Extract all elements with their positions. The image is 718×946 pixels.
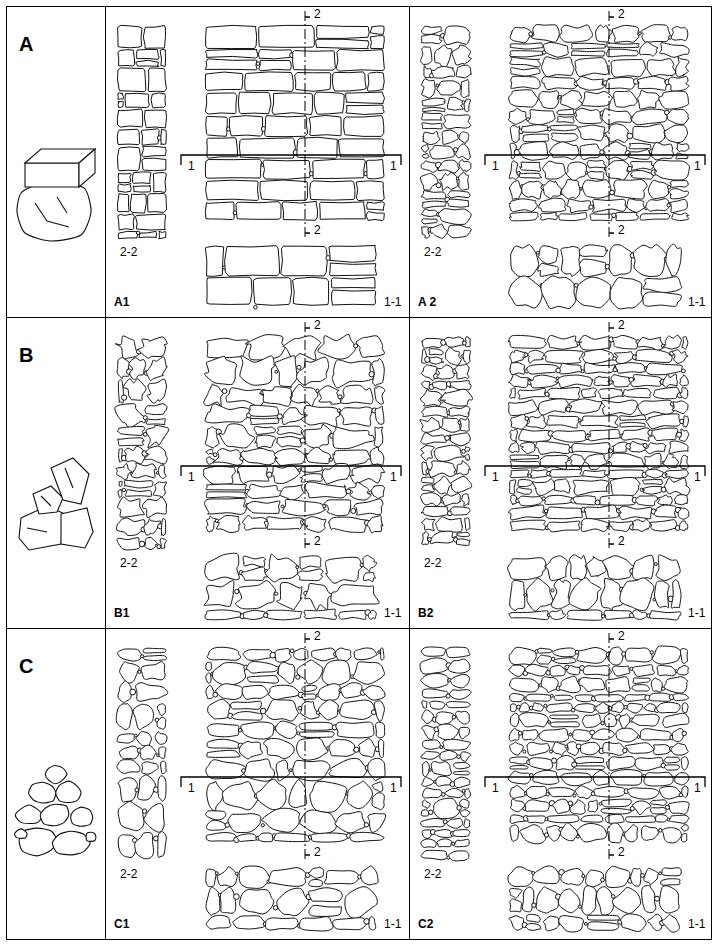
section-mark: 2-2 [119, 867, 138, 881]
masonry-drawing [117, 11, 401, 309]
section-tick [305, 17, 310, 233]
masonry-type-row: A A1 A 2 [6, 6, 712, 318]
section-mark: 2 [617, 223, 626, 237]
section-mark: 2 [313, 223, 322, 237]
section-mark: 2-2 [119, 556, 138, 570]
section-tick [305, 639, 310, 855]
section-mark: 1 [491, 470, 500, 484]
section-mark: 2 [313, 318, 322, 332]
section-line [181, 777, 401, 787]
section-mark: 1-1 [687, 606, 706, 620]
panel-label: B1 [114, 606, 129, 620]
section-tick [305, 328, 310, 544]
section-mark: 1 [693, 781, 702, 795]
section-line [609, 633, 610, 861]
masonry-panel: B2 [409, 318, 711, 628]
section-tick [609, 17, 614, 233]
type-letter: A [19, 33, 33, 55]
panel-label: C1 [114, 917, 129, 931]
section-mark: 1 [389, 470, 398, 484]
masonry-panel: A 2 [409, 7, 711, 317]
section-mark: 1 [187, 781, 196, 795]
masonry-panel: A1 [105, 7, 409, 317]
section-mark: 2 [617, 845, 626, 859]
panel-label: B2 [418, 606, 433, 620]
type-letter: B [19, 344, 33, 366]
section-mark: 1 [693, 159, 702, 173]
section-mark: 1 [389, 781, 398, 795]
section-line [305, 11, 306, 239]
section-line [305, 322, 306, 550]
section-tick [609, 328, 614, 544]
section-mark: 2 [617, 318, 626, 332]
masonry-panel: C1 [105, 629, 409, 939]
section-mark: 2 [313, 7, 322, 21]
section-line [485, 466, 705, 476]
section-mark: 2 [313, 534, 322, 548]
section-mark: 2 [313, 845, 322, 859]
section-mark: 2 [617, 629, 626, 643]
section-mark: 1-1 [383, 917, 402, 931]
section-mark: 2 [313, 629, 322, 643]
section-mark: 1-1 [383, 295, 402, 309]
section-mark: 1 [389, 159, 398, 173]
section-line [181, 155, 401, 165]
section-mark: 2-2 [423, 245, 442, 259]
section-line [181, 466, 401, 476]
section-line [485, 777, 705, 787]
section-line [305, 633, 306, 861]
masonry-type-row: C C1 C2 [6, 628, 712, 940]
panel-label: A1 [114, 295, 129, 309]
section-mark: 1 [187, 470, 196, 484]
section-line [609, 322, 610, 550]
section-mark: 2-2 [119, 245, 138, 259]
masonry-drawing [115, 322, 401, 620]
masonry-panel: C2 [409, 629, 711, 939]
section-mark: 2-2 [423, 556, 442, 570]
type-letter: C [19, 655, 33, 677]
masonry-drawing [420, 11, 705, 309]
masonry-drawing [420, 322, 705, 620]
masonry-drawing [116, 633, 401, 931]
section-mark: 2 [617, 534, 626, 548]
masonry-type-row: B B1 B2 [6, 317, 712, 629]
masonry-panel: B1 [105, 318, 409, 628]
section-line [609, 11, 610, 239]
section-mark: 1-1 [383, 606, 402, 620]
panel-label: A 2 [418, 295, 436, 309]
panel-label: C2 [418, 917, 433, 931]
stone-sketch [17, 149, 95, 241]
section-mark: 1 [187, 159, 196, 173]
section-mark: 1-1 [687, 295, 706, 309]
section-mark: 1 [491, 781, 500, 795]
section-mark: 2 [617, 7, 626, 21]
section-tick [609, 639, 614, 855]
masonry-drawing [420, 633, 705, 932]
stone-sketch [14, 766, 95, 856]
section-mark: 2-2 [423, 867, 442, 881]
section-mark: 1-1 [687, 917, 706, 931]
section-mark: 1 [693, 470, 702, 484]
section-line [485, 155, 705, 165]
section-mark: 1 [491, 159, 500, 173]
stone-sketch [19, 458, 93, 550]
